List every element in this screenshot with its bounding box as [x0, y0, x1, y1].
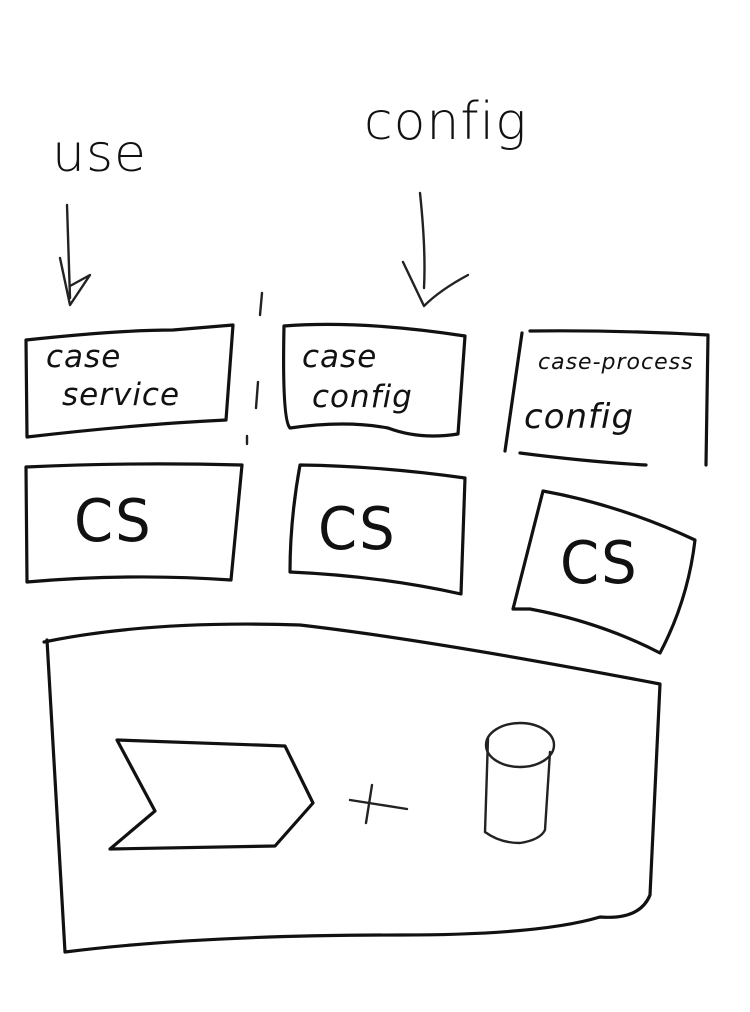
case-config-box-outline	[282, 322, 467, 438]
process-chevron-icon	[108, 738, 315, 851]
cs-box-2-outline	[288, 463, 467, 596]
platform-box-outline	[42, 622, 662, 954]
case-process-config-box-outline	[503, 329, 710, 467]
case-config-line1: case	[302, 339, 378, 375]
case-service-line2: service	[62, 377, 181, 413]
cs-label-1: CS	[74, 487, 153, 556]
config-arrow-icon	[401, 191, 470, 308]
cs-label-3: CS	[560, 529, 639, 598]
cs-box-1-outline	[24, 462, 244, 584]
case-process-config-line1: case-process	[538, 350, 694, 375]
separator-dashed-line	[245, 291, 264, 446]
plus-icon	[348, 783, 409, 825]
case-config-line2: config	[312, 379, 413, 415]
database-cylinder-icon	[483, 721, 556, 845]
cs-label-2: CS	[318, 495, 397, 564]
case-service-box-outline	[24, 323, 235, 439]
cs-box-3-outline	[511, 489, 697, 655]
case-service-line1: case	[46, 339, 122, 375]
config-label: config	[364, 92, 528, 152]
case-process-config-line2: config	[524, 397, 635, 437]
use-label: use	[52, 124, 148, 184]
use-arrow-icon	[58, 203, 92, 307]
